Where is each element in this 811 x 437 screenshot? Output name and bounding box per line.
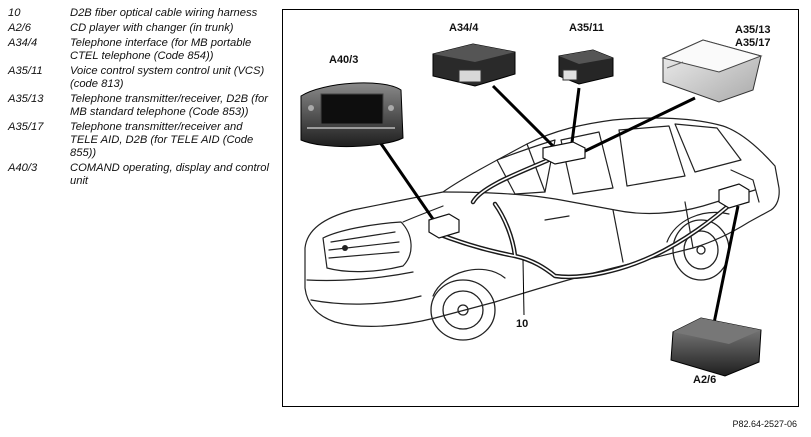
legend-description: Telephone transmitter/receiver, D2B (for… — [70, 93, 268, 118]
legend-code: A40/3 — [8, 162, 38, 174]
fiber-optic-harness — [428, 153, 738, 280]
telephone-interface-picture — [432, 43, 516, 87]
label-cable-10: 10 — [516, 318, 529, 330]
telephone-transmitter-picture — [661, 39, 763, 103]
label-a35-17: A35/17 — [735, 37, 771, 49]
leader-lines — [371, 84, 740, 329]
legend-description: Telephone interface (for MB portable CTE… — [70, 37, 252, 62]
legend-description: D2B fiber optical cable wiring harness — [70, 7, 258, 19]
label-a35-11: A35/11 — [569, 22, 604, 34]
legend-code: A34/4 — [8, 37, 38, 49]
legend-code: 10 — [8, 7, 21, 19]
legend-description: COMAND operating, display and control un… — [70, 162, 269, 187]
module-roof — [542, 141, 586, 165]
legend-row: A35/13 Telephone transmitter/receiver, D… — [8, 93, 270, 119]
label-a34-4: A34/4 — [449, 22, 479, 34]
figure-id: P82.64-2527-06 — [732, 419, 797, 429]
legend-row: A40/3 COMAND operating, display and cont… — [8, 162, 270, 188]
legend-row: A34/4 Telephone interface (for MB portab… — [8, 37, 270, 63]
legend-row: A35/11 Voice control system control unit… — [8, 65, 270, 91]
cd-changer-picture — [670, 317, 762, 377]
label-a35-13: A35/13 — [735, 24, 771, 36]
legend: 10 D2B fiber optical cable wiring harnes… — [8, 7, 270, 190]
comand-unit-picture — [300, 82, 404, 148]
module-trunk — [718, 183, 750, 209]
legend-description: Voice control system control unit (VCS) … — [70, 65, 265, 90]
legend-row: A35/17 Telephone transmitter/receiver an… — [8, 121, 270, 160]
star-emblem — [342, 245, 348, 251]
legend-code: A35/17 — [8, 121, 44, 133]
cable-10-leader — [522, 259, 525, 316]
vcs-unit-picture — [558, 49, 614, 85]
label-a2-6: A2/6 — [693, 374, 717, 386]
legend-description: CD player with changer (in trunk) — [70, 22, 234, 34]
legend-code: A2/6 — [8, 22, 32, 34]
legend-code: A35/13 — [8, 93, 44, 105]
wiring-figure: A40/3 A34/4 A35/11 A35/13 A35/17 10 A2/6 — [282, 9, 799, 407]
legend-code: A35/11 — [8, 65, 43, 77]
label-a40-3: A40/3 — [329, 54, 359, 66]
legend-description: Telephone transmitter/receiver and TELE … — [70, 121, 254, 159]
module-under-dash — [428, 213, 460, 239]
vehicle-wiring-illustration — [300, 39, 780, 377]
legend-row: A2/6 CD player with changer (in trunk) — [8, 22, 270, 35]
legend-row: 10 D2B fiber optical cable wiring harnes… — [8, 7, 270, 20]
